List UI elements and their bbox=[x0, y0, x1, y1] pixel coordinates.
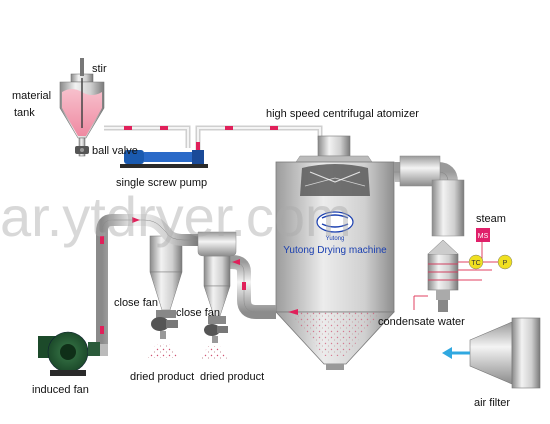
air-filter-label: air filter bbox=[474, 397, 510, 409]
exhaust-duct bbox=[96, 214, 198, 344]
yutong-logo: Yutong bbox=[316, 211, 354, 242]
material-tank-label-1: material bbox=[12, 90, 51, 102]
stir-label: stir bbox=[92, 63, 107, 75]
watermark: ar.ytdryer.com bbox=[0, 185, 352, 248]
hot-air-duct bbox=[394, 155, 465, 237]
company-name: Yutong Drying machine bbox=[283, 245, 387, 256]
induced-fan-label: induced fan bbox=[32, 384, 89, 396]
tc-badge-label: TC bbox=[471, 260, 480, 267]
feed-pipe bbox=[104, 125, 323, 158]
outlet-duct bbox=[220, 255, 298, 319]
dried-product-pile-1 bbox=[148, 344, 178, 358]
dried-product-pile-2 bbox=[200, 346, 228, 360]
p-badge-label: P bbox=[503, 260, 508, 267]
steam-label: steam bbox=[476, 213, 506, 225]
single-screw-pump-label: single screw pump bbox=[116, 177, 207, 189]
ms-badge: MS bbox=[476, 228, 490, 242]
close-fan-1-unit bbox=[151, 310, 178, 339]
logo-text: Yutong bbox=[326, 236, 345, 242]
pressure-gauge: P bbox=[497, 254, 513, 270]
close-fan-2-unit bbox=[204, 316, 228, 343]
induced-fan-unit bbox=[38, 331, 108, 376]
ms-badge-label: MS bbox=[478, 233, 489, 240]
cyclone-2 bbox=[197, 231, 237, 317]
condensate-water-label: condensate water bbox=[378, 316, 465, 328]
close-fan-2-label: close fan bbox=[176, 307, 220, 319]
close-fan-1-label: close fan bbox=[114, 297, 158, 309]
dried-product-2-label: dried product bbox=[200, 371, 264, 383]
ball-valve-label: ball valve bbox=[92, 145, 138, 157]
material-tank-label-2: tank bbox=[14, 107, 35, 119]
ball-valve bbox=[75, 146, 89, 154]
single-screw-pump bbox=[120, 150, 208, 168]
material-tank bbox=[59, 58, 105, 157]
air-filter-unit bbox=[442, 317, 541, 389]
drying-chamber bbox=[275, 135, 395, 370]
tc-badge: TC bbox=[468, 254, 484, 270]
air-heater bbox=[427, 239, 459, 312]
dried-product-1-label: dried product bbox=[130, 371, 194, 383]
atomizer-label: high speed centrifugal atomizer bbox=[266, 108, 419, 120]
